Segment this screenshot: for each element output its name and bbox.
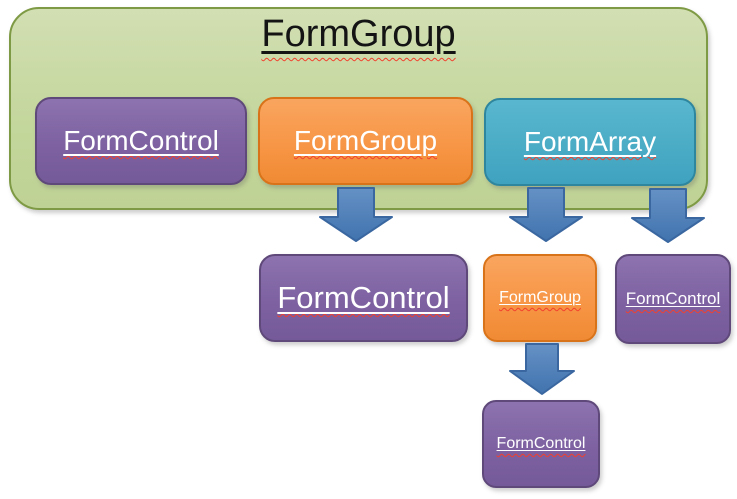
level2-formcontrol-box: FormControl	[259, 254, 468, 342]
root-formgroup-label: FormGroup	[261, 13, 456, 55]
child-formgroup-label: FormGroup	[293, 125, 438, 156]
level3-formcontrol-label: FormControl	[496, 435, 586, 452]
level2-formcontrol-label: FormControl	[277, 280, 450, 315]
level2-formcontrol-2-label: FormControl	[625, 289, 721, 308]
child-formcontrol-box: FormControl	[35, 97, 247, 185]
child-formarray-label: FormArray	[523, 126, 657, 157]
level2-formgroup-box: FormGroup	[483, 254, 597, 342]
down-arrow-icon	[509, 187, 583, 242]
child-formgroup-box: FormGroup	[258, 97, 473, 185]
level2-formcontrol-2-box: FormControl	[615, 254, 731, 344]
root-formgroup-title: FormGroup	[11, 13, 706, 57]
child-formarray-box: FormArray	[484, 98, 696, 186]
down-arrow-icon	[509, 343, 575, 395]
down-arrow-icon	[319, 187, 393, 242]
level3-formcontrol-box: FormControl	[482, 400, 600, 488]
down-arrow-icon	[631, 188, 705, 243]
level2-formgroup-label: FormGroup	[499, 289, 581, 306]
child-formcontrol-label: FormControl	[63, 125, 219, 156]
